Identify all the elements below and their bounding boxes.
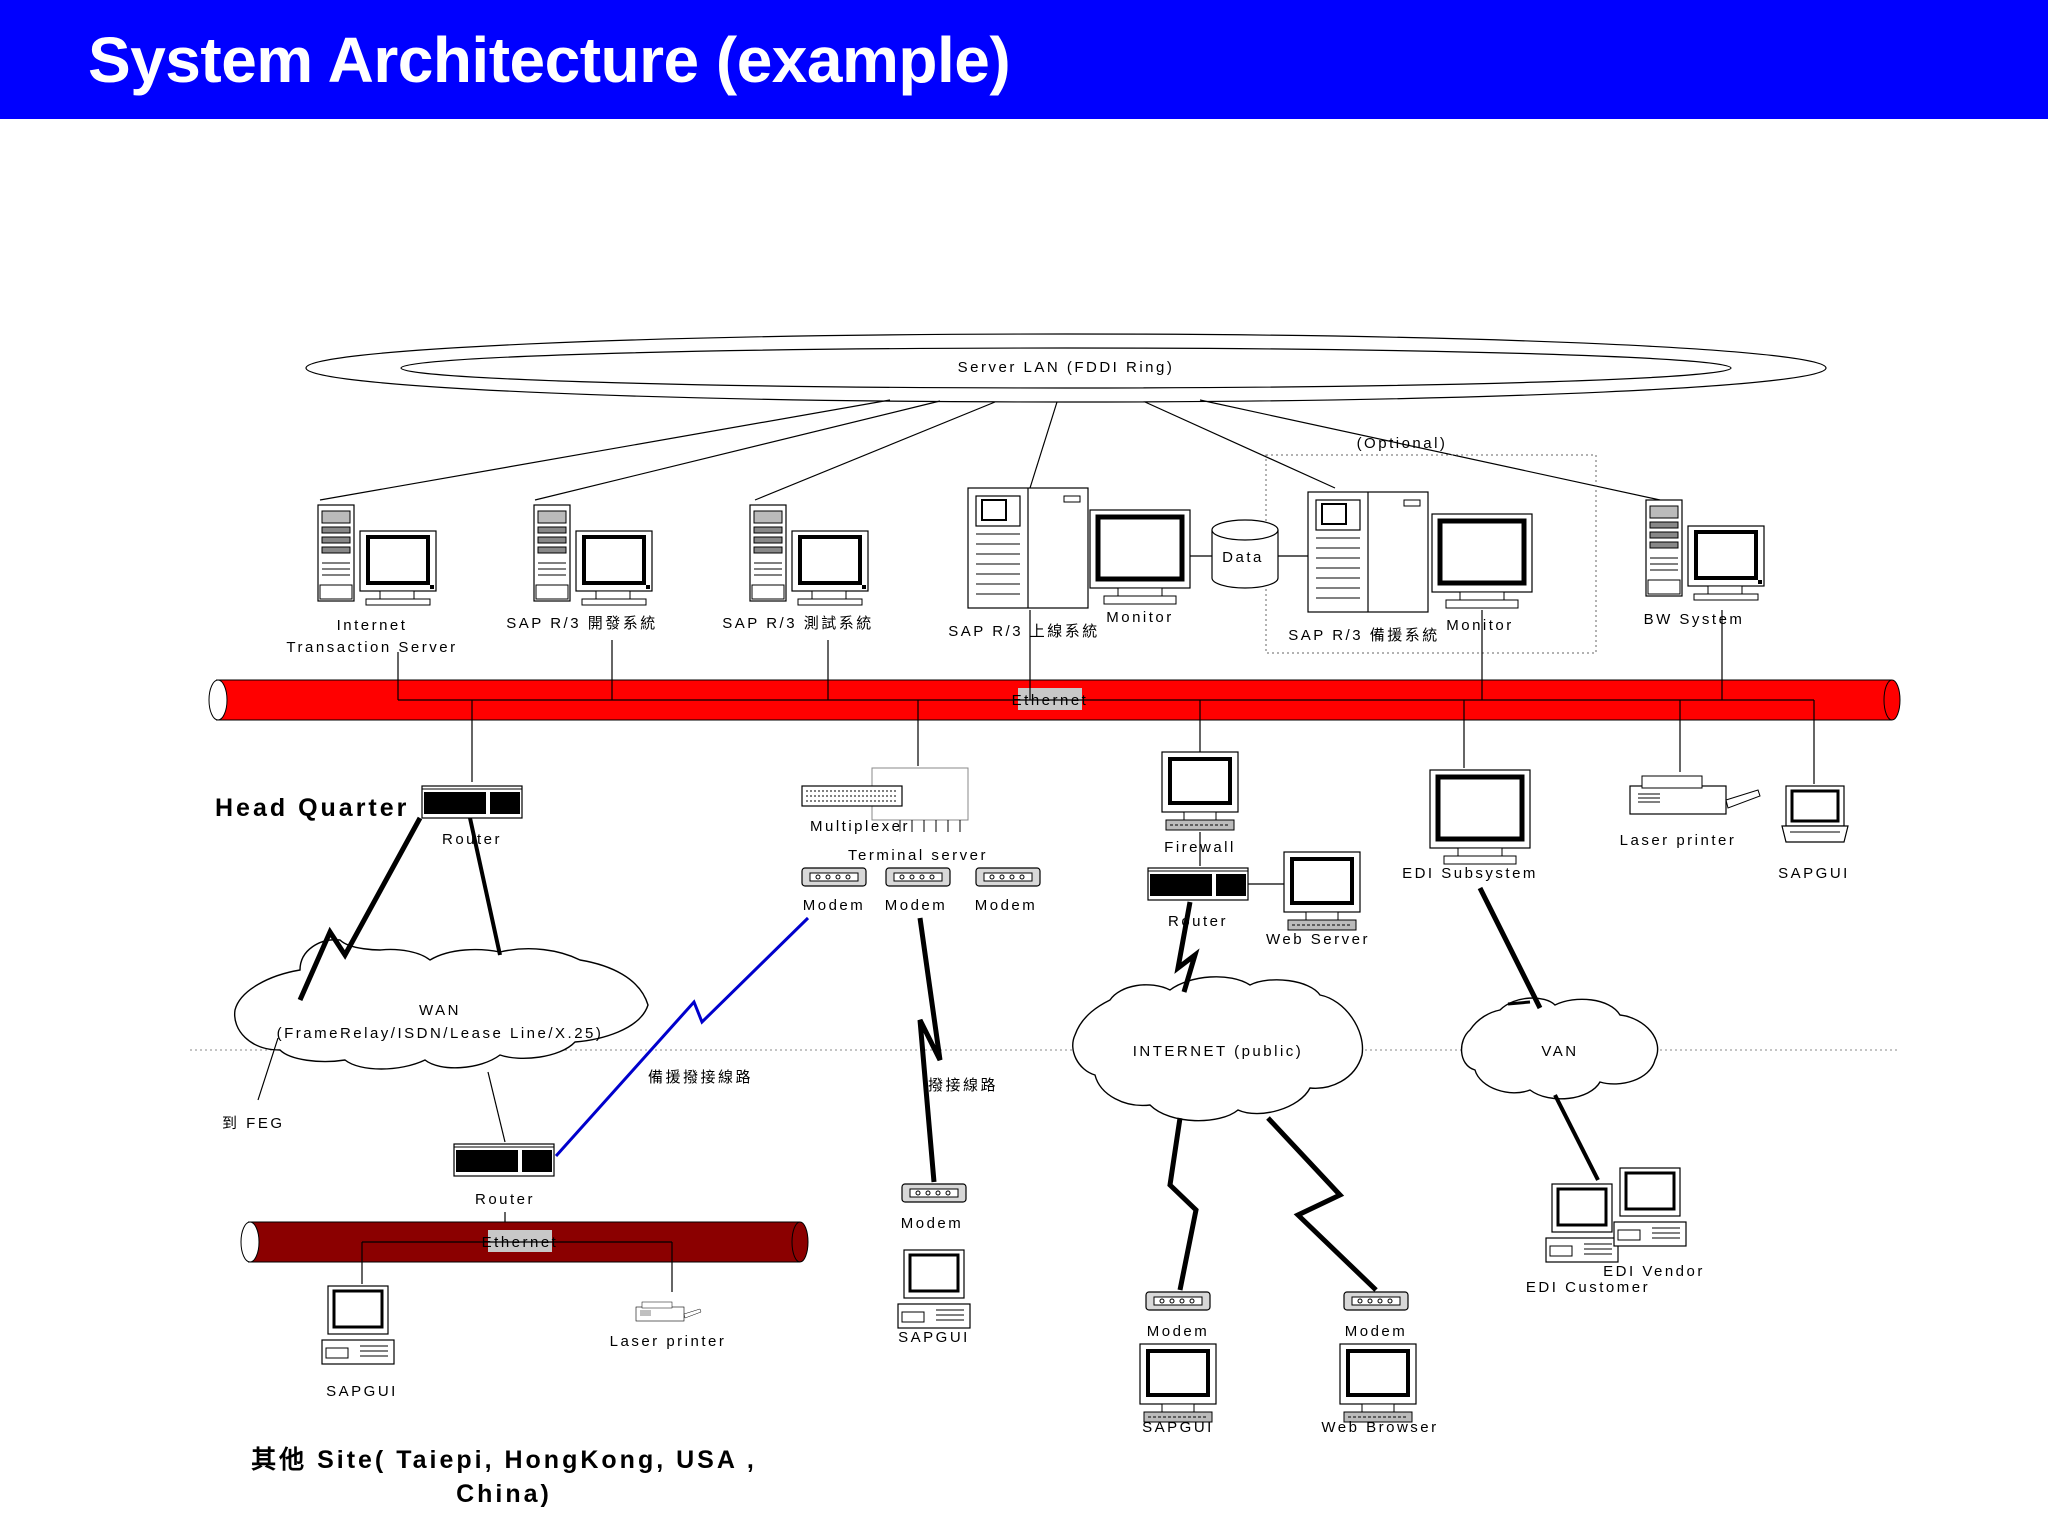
modem-2-label: Modem <box>885 897 948 914</box>
its-label-1: Internet <box>337 617 408 634</box>
hq-bus-drops <box>397 610 1815 784</box>
sapgui-dial-icon <box>896 1248 972 1330</box>
firewall-icon <box>1160 750 1240 832</box>
dial-link <box>917 917 943 1183</box>
laser-printer-hq-label: Laser printer <box>1620 832 1737 849</box>
edi-vendor-label: EDI Vendor <box>1603 1263 1705 1280</box>
wan-label-2: (FrameRelay/ISDN/Lease Line/X.25) <box>277 1025 604 1042</box>
title-bar: System Architecture (example) <box>0 0 2048 119</box>
van-label: VAN <box>1541 1043 1578 1060</box>
sapgui-site-icon <box>320 1284 396 1366</box>
dial-line-label: 撥接線路 <box>928 1077 998 1094</box>
modem-3-label: Modem <box>975 897 1038 914</box>
monitor-2-label: Monitor <box>1446 617 1514 634</box>
ethernet-hq-tag <box>1018 688 1082 710</box>
fddi-ring-inner <box>400 347 1732 389</box>
site-bus-drops <box>361 1241 673 1292</box>
modem-inet-1-icon <box>1145 1291 1211 1311</box>
sapgui-inet-label: SAPGUI <box>1142 1419 1214 1436</box>
ring-links <box>319 399 1661 501</box>
router-inet-icon <box>1147 867 1249 901</box>
wan-cloud <box>234 939 649 1070</box>
monitor-1-icon <box>1090 510 1190 604</box>
backup-dial-link <box>554 916 810 1158</box>
sap-dev-label: SAP R/3 開發系統 <box>506 615 657 632</box>
modem-2-icon <box>885 867 951 887</box>
monitor-2-icon <box>1432 514 1532 608</box>
van-links <box>1477 886 1600 1181</box>
router-site-icon <box>453 1143 555 1177</box>
sap-prod-label: SAP R/3 上線系統 <box>948 623 1099 640</box>
to-feg-label: 到 FEG <box>222 1115 285 1132</box>
edi-customer-label: EDI Customer <box>1526 1279 1650 1296</box>
router-hq-label: Router <box>442 831 502 848</box>
bw-system-icon <box>1644 498 1766 602</box>
sap-test-label: SAP R/3 測試系統 <box>722 615 873 632</box>
sapgui-inet-icon <box>1138 1342 1218 1424</box>
sapgui-dial-label: SAPGUI <box>898 1329 970 1346</box>
edi-customer-icon <box>1544 1182 1620 1264</box>
edi-vendor-icon <box>1612 1166 1688 1248</box>
page-title: System Architecture (example) <box>88 24 1011 96</box>
data-storage-icon <box>1190 519 1308 589</box>
other-sites-label-1: 其他 Site( Taiepi, HongKong, USA , <box>251 1445 757 1474</box>
wan-links <box>257 816 506 1143</box>
sapgui-hq-icon <box>1780 784 1850 844</box>
modem-dial-label: Modem <box>901 1215 964 1232</box>
laser-printer-site-label: Laser printer <box>610 1333 727 1350</box>
modem-inet-1-label: Modem <box>1147 1323 1210 1340</box>
web-browser-icon <box>1338 1342 1418 1424</box>
modem-3-icon <box>975 867 1041 887</box>
internet-modem-links <box>1167 1116 1378 1292</box>
web-server-label: Web Server <box>1266 931 1370 948</box>
its-label-2: Transaction Server <box>286 639 457 656</box>
other-sites-label-2: China) <box>456 1480 552 1508</box>
edi-subsystem-label: EDI Subsystem <box>1402 865 1538 882</box>
sap-backup-server-icon <box>1307 491 1429 613</box>
multiplexer-label: Multiplexer <box>810 818 910 835</box>
internet-label: INTERNET (public) <box>1133 1043 1304 1060</box>
modem-1-icon <box>801 867 867 887</box>
van-cloud <box>1460 997 1659 1100</box>
server-lan-label: Server LAN (FDDI Ring) <box>958 359 1175 376</box>
sapgui-site-label: SAPGUI <box>326 1383 398 1400</box>
sap-backup-label: SAP R/3 備援系統 <box>1288 627 1439 644</box>
edi-subsystem-icon <box>1430 770 1530 864</box>
data-label: Data <box>1222 549 1264 566</box>
wan-label-1: WAN <box>419 1002 461 1019</box>
terminal-server-label: Terminal server <box>848 847 988 864</box>
web-server-icon <box>1282 850 1362 932</box>
modem-inet-2-label: Modem <box>1345 1323 1408 1340</box>
laser-printer-site-icon <box>635 1301 702 1322</box>
router-internet-link <box>1174 901 1200 993</box>
web-browser-label: Web Browser <box>1321 1419 1438 1436</box>
head-quarter-label: Head Quarter <box>215 794 409 822</box>
modem-dial-icon <box>901 1183 967 1203</box>
router-inet-label: Router <box>1168 913 1228 930</box>
sap-test-server-icon <box>748 503 870 607</box>
optional-label: (Optional) <box>1357 435 1448 452</box>
internet-transaction-server-icon <box>316 503 438 607</box>
firewall-label: Firewall <box>1164 839 1236 856</box>
sap-dev-server-icon <box>532 503 654 607</box>
modem-inet-2-icon <box>1343 1291 1409 1311</box>
laser-printer-hq-icon <box>1629 775 1761 815</box>
router-hq-icon <box>421 785 523 819</box>
backup-dial-label: 備援撥接線路 <box>648 1069 753 1086</box>
multiplexer-icon <box>801 767 969 832</box>
internet-cloud <box>1072 976 1364 1122</box>
modem-1-label: Modem <box>803 897 866 914</box>
fddi-ring-outer <box>305 333 1827 403</box>
ethernet-site-tag <box>488 1230 552 1252</box>
monitor-1-label: Monitor <box>1106 609 1174 626</box>
router-site-label: Router <box>475 1191 535 1208</box>
sapgui-hq-label: SAPGUI <box>1778 865 1850 882</box>
bw-system-label: BW System <box>1644 611 1745 628</box>
sap-prod-server-icon <box>967 487 1089 609</box>
